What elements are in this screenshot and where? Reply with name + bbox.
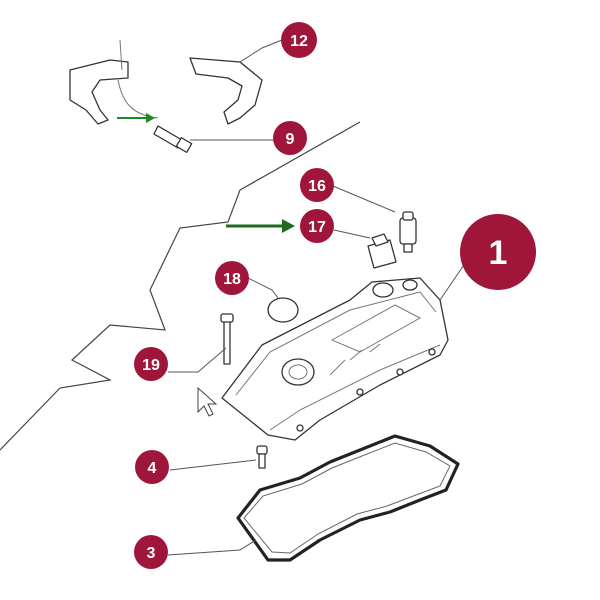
callout-9-label: 9: [286, 131, 295, 148]
sensor-part-16: [399, 211, 417, 253]
callout-12: 12: [281, 22, 317, 58]
gasket-part-3: [236, 434, 460, 562]
callout-12-label: 12: [290, 33, 308, 50]
mouse-cursor-icon: [197, 386, 218, 417]
callout-16: 16: [300, 168, 334, 202]
callout-1: 1: [460, 214, 536, 290]
leader-3: [167, 539, 257, 556]
stud-part-19: [220, 313, 234, 365]
callout-1-label: 1: [489, 234, 508, 272]
callout-3-label: 3: [147, 545, 156, 562]
bracket-part-12: [69, 39, 263, 125]
leader-12: [239, 39, 283, 63]
callout-17: 17: [300, 209, 334, 243]
green-arrow-small: [117, 113, 155, 123]
callout-4: 4: [135, 450, 169, 484]
leader-16: [332, 185, 396, 213]
connector-part-17: [367, 233, 397, 269]
o-ring-part-18: [267, 297, 299, 323]
callout-19-label: 19: [142, 357, 160, 374]
callout-19: 19: [134, 347, 168, 381]
green-arrow-large: [226, 219, 295, 233]
callout-16-label: 16: [308, 178, 326, 195]
callout-4-label: 4: [148, 460, 157, 477]
callout-18: 18: [215, 261, 249, 295]
leader-17: [333, 229, 371, 239]
bolt-part-4: [256, 445, 268, 469]
callout-18-label: 18: [223, 271, 241, 288]
callout-3: 3: [134, 535, 168, 569]
leader-18: [247, 277, 279, 299]
valve-cover-part-1: [221, 277, 449, 441]
sketch-line: [0, 121, 361, 451]
bolt-part-9: [153, 125, 193, 153]
leader-4: [169, 459, 257, 471]
leader-19: [168, 347, 227, 373]
callout-17-label: 17: [308, 219, 326, 236]
gasket-inner-line: [243, 442, 451, 554]
callout-9: 9: [273, 121, 307, 155]
